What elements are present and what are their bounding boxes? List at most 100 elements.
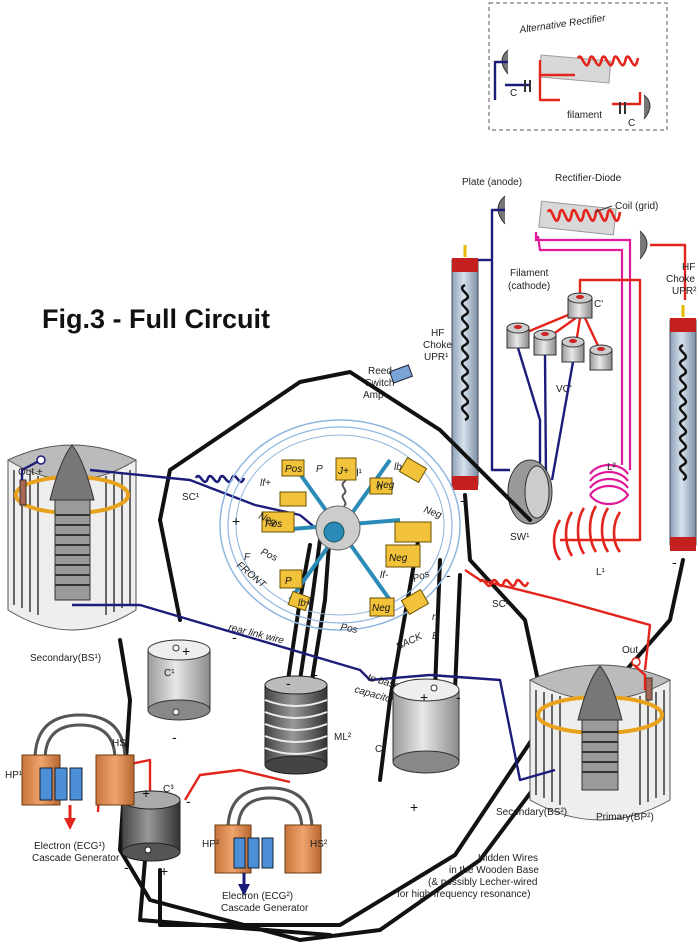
central-mechanism: ml¹ Pos Pos P J+ n Neg Neg P lf+ Neg + F… bbox=[219, 419, 461, 653]
black-wire-7 bbox=[138, 858, 332, 937]
coil-sc2: SC² bbox=[478, 578, 530, 610]
black-wire-8 bbox=[158, 718, 547, 927]
red-wire-sc2 bbox=[464, 569, 652, 671]
choke1-coil bbox=[460, 283, 470, 422]
mech-pos-lower: Pos bbox=[259, 547, 279, 564]
l1-turns bbox=[552, 505, 622, 561]
orbit-ring-2 bbox=[227, 426, 453, 624]
c3-minus-bottom: - bbox=[124, 859, 129, 875]
contact-n-top-label: n bbox=[377, 482, 383, 493]
choke1-line3: UPR¹ bbox=[424, 352, 449, 363]
mech-back-label: BACK bbox=[395, 631, 426, 653]
mech-plus-left: + bbox=[232, 513, 240, 529]
choke2-line2: Choke bbox=[666, 274, 695, 285]
alt-rectifier-inset: Alternative Rectifier C C filament bbox=[488, 2, 668, 131]
inset-grid-tube bbox=[538, 54, 612, 84]
l2-label: L² bbox=[607, 462, 617, 473]
cap-c-prime-label: C' bbox=[594, 299, 603, 310]
black-wire-10 bbox=[433, 558, 462, 692]
hf-choke-1: HF Choke UPR¹ + bbox=[423, 245, 479, 509]
diode-plate-right bbox=[639, 230, 648, 260]
sw1-label: SW¹ bbox=[510, 532, 530, 543]
mech-f-label: F bbox=[244, 552, 251, 563]
contact-p-bottom bbox=[279, 569, 303, 589]
mech-lb-plus: lb+ bbox=[298, 598, 312, 609]
reed-line1: Reed bbox=[368, 366, 392, 377]
vc-cap-4 bbox=[589, 344, 613, 371]
coil-label: Coil (grid) bbox=[615, 201, 658, 212]
reed-line2: Switch bbox=[365, 378, 394, 389]
bs2-label: Secondary(BS²) bbox=[496, 807, 567, 818]
coil-l1: L¹ bbox=[552, 505, 622, 578]
contact-pos-left-label: Pos bbox=[265, 519, 282, 530]
black-wire-1 bbox=[158, 380, 302, 522]
contact-pos-top bbox=[281, 459, 305, 477]
choke2-cap-bottom bbox=[670, 537, 696, 551]
contact-right-block bbox=[394, 521, 432, 543]
black-wire-3 bbox=[118, 638, 302, 942]
ecg1-line2: Cascade Generator bbox=[32, 853, 120, 864]
black-wire-6 bbox=[463, 493, 542, 692]
cap-bank-blue-wires bbox=[516, 347, 575, 481]
c2-minus-top: - bbox=[456, 689, 461, 705]
note-line2: in the Wooden Base bbox=[449, 865, 539, 876]
hp2-label: HP² bbox=[202, 839, 220, 850]
c2-label: C² bbox=[375, 744, 386, 755]
c3-label: C³ bbox=[163, 784, 174, 795]
c1-minus-top: - bbox=[232, 629, 237, 645]
contact-n-tab bbox=[400, 588, 430, 616]
filament-label-1: Filament bbox=[510, 268, 549, 279]
note-line1: Hidden Wires bbox=[478, 853, 538, 864]
hp1-label: HP¹ bbox=[5, 770, 23, 781]
mech-neg-top: Neg bbox=[376, 480, 395, 491]
contact-top-block bbox=[279, 491, 307, 507]
capacitor-c1: C¹ + - - bbox=[147, 629, 237, 745]
mech-pos-bottom: Pos bbox=[339, 622, 358, 636]
mech-neg-right: Neg bbox=[422, 504, 443, 521]
transformer-bs1: Secondary(BS¹) bbox=[6, 444, 138, 664]
inset-cap-left: C bbox=[510, 88, 517, 99]
inset-cap-right: C bbox=[628, 118, 635, 129]
choke2-cap-top bbox=[670, 318, 696, 332]
out-neg-label: Out - bbox=[622, 645, 644, 656]
reed-switch: Reed Switch Amp bbox=[363, 364, 414, 401]
diode-cathode-wire bbox=[650, 243, 687, 300]
cap-bank-red-wires bbox=[519, 278, 642, 542]
hs2-label: HS² bbox=[310, 839, 328, 850]
ecg2-line1: Electron (ECG²) bbox=[222, 891, 293, 902]
note-line3: (& possibly Lecher-wired bbox=[428, 877, 538, 888]
ecg2-line2: Cascade Generator bbox=[221, 903, 309, 914]
inset-filament-label: filament bbox=[567, 110, 602, 121]
choke2-coil bbox=[678, 343, 688, 482]
contact-j-plus-label: J+ bbox=[337, 466, 349, 477]
orbit-ring-3 bbox=[235, 434, 445, 616]
sc2-label: SC² bbox=[492, 599, 510, 610]
choke1-cap-bottom bbox=[452, 476, 478, 490]
blue-wire-rear-link bbox=[72, 603, 431, 682]
black-wire-4 bbox=[158, 518, 182, 622]
mech-lf-minus: lf- bbox=[380, 570, 389, 581]
choke1-line1: HF bbox=[431, 328, 444, 339]
capacitor-bank: C' VC' bbox=[506, 278, 642, 542]
hidden-wires-note: Hidden Wires in the Wooden Base (& possi… bbox=[397, 853, 539, 900]
choke2-line3: UPR² bbox=[672, 286, 697, 297]
ml2-minus: - bbox=[286, 675, 291, 691]
bs1-label: Secondary(BS¹) bbox=[30, 653, 101, 664]
coil-ml2: ML² - + bbox=[264, 667, 352, 775]
mech-b-label: B bbox=[432, 631, 439, 642]
contact-lb-plus-tab bbox=[287, 590, 311, 612]
contact-neg-bottom-label: Neg bbox=[372, 603, 391, 614]
vc-cap-2 bbox=[533, 329, 557, 356]
diode-anode-wire bbox=[490, 208, 510, 472]
transformer-bp2: Primary(BP²) Secondary(BS²) bbox=[496, 664, 672, 823]
blue-wire-sc1 bbox=[89, 468, 301, 517]
reed-line3: Amp bbox=[363, 390, 384, 401]
l1-label: L¹ bbox=[596, 567, 606, 578]
contact-j-plus bbox=[335, 457, 357, 481]
black-wire-9 bbox=[378, 528, 422, 782]
c3-plus: + bbox=[142, 785, 150, 801]
mech-front-label: FRONT bbox=[234, 560, 268, 591]
plate-label: Plate (anode) bbox=[462, 177, 522, 188]
capacitor-c2: C² + - + bbox=[375, 678, 461, 815]
